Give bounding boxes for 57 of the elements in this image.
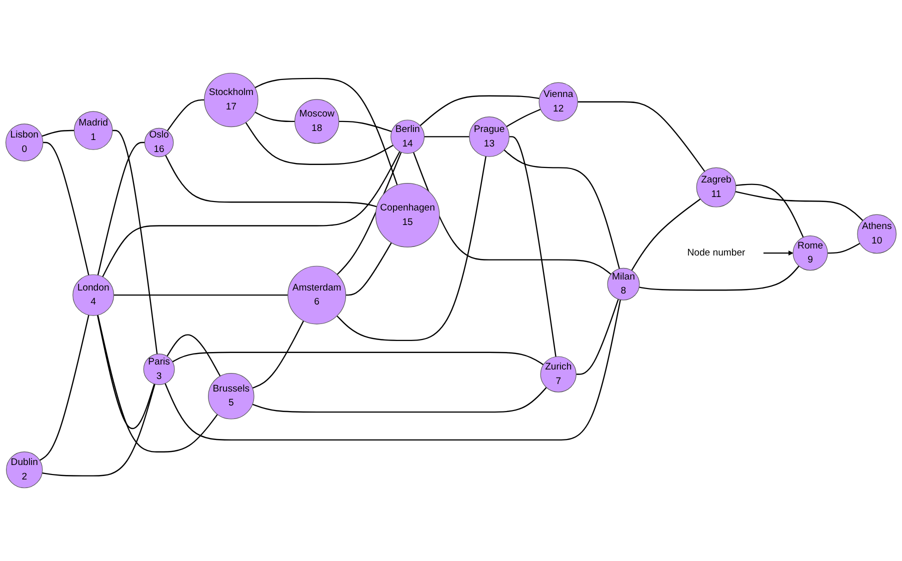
node-circle: Zurich 7 — [540, 356, 576, 392]
connector — [631, 198, 701, 271]
connector — [166, 334, 221, 376]
node-circle: Copenhagen 15 — [375, 183, 440, 248]
connector — [735, 191, 864, 221]
connector — [420, 95, 540, 126]
connector — [346, 242, 392, 296]
connector — [97, 314, 218, 452]
connector — [245, 122, 394, 165]
connector — [338, 120, 392, 132]
node-circle: Athens 10 — [857, 214, 897, 254]
arrow — [763, 250, 794, 256]
node-circle: Berlin 14 — [390, 120, 425, 154]
node-text: Node number — [687, 248, 746, 258]
connector — [164, 300, 621, 441]
node-circle: Rome 9 — [792, 236, 828, 271]
connector — [638, 266, 800, 291]
connector — [42, 384, 156, 476]
node-circle: Moscow 18 — [294, 99, 340, 144]
connector — [252, 387, 547, 413]
node-circle: Vienna 12 — [538, 82, 578, 122]
connector — [112, 130, 158, 354]
connector — [97, 142, 145, 276]
connector — [578, 101, 706, 172]
connector — [506, 108, 541, 128]
node-circle: Dublin 2 — [6, 451, 43, 488]
connector — [165, 154, 377, 208]
node-circle: Zagreb 11 — [696, 167, 736, 208]
connector — [576, 299, 619, 375]
connector — [42, 142, 90, 276]
node-circle: Stockholm 17 — [204, 72, 258, 128]
node-circle: Oslo 16 — [144, 128, 174, 158]
node-circle: Lisbon 0 — [5, 124, 44, 162]
connector — [96, 314, 155, 429]
connector — [172, 352, 544, 366]
connector — [166, 99, 204, 132]
connector — [102, 151, 400, 278]
connector — [42, 130, 74, 137]
node-circle: Prague 13 — [469, 116, 510, 157]
connector — [504, 149, 620, 269]
node-circle: Milan 8 — [607, 268, 640, 300]
connector — [39, 314, 90, 461]
connector — [828, 242, 860, 254]
connector — [254, 112, 295, 122]
connector — [252, 320, 304, 389]
node-circle: Brussels 5 — [208, 373, 254, 420]
connector — [336, 156, 486, 342]
node-circle: London 4 — [72, 274, 114, 316]
connector — [412, 152, 612, 275]
connector — [424, 136, 470, 138]
node-circle: Paris 3 — [143, 354, 175, 385]
connector — [254, 78, 398, 186]
node-circle: Amsterdam 6 — [288, 266, 346, 324]
connector — [736, 184, 804, 238]
node-circle: Madrid 1 — [74, 111, 113, 150]
connector — [509, 136, 556, 357]
connector — [114, 294, 288, 296]
